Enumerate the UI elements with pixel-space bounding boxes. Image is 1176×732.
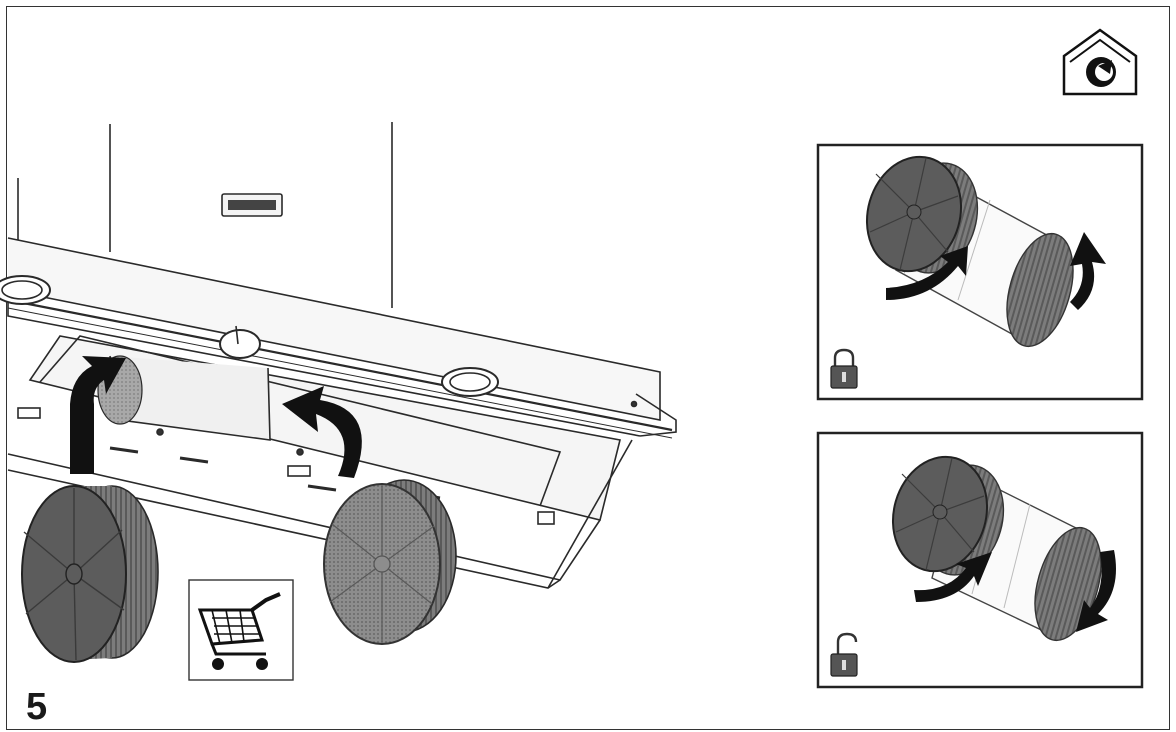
install-arrow-left: [70, 356, 126, 474]
rotate-arrow-left-2: [914, 552, 992, 602]
rotate-arrow-left: [886, 246, 968, 300]
panel-unlock: [816, 431, 1144, 689]
rotate-arrow-right: [1070, 232, 1106, 310]
padlock-closed-icon: [830, 348, 858, 389]
carbon-filter-right: [323, 479, 457, 645]
padlock-open-icon: [830, 632, 858, 677]
step-number: 5: [26, 686, 48, 728]
install-arrow-right: [282, 386, 362, 478]
hood-unit: [0, 122, 677, 589]
rotate-arrow-right-2: [1076, 550, 1116, 632]
panel-lock: [816, 143, 1144, 401]
service-house-icon: [1062, 28, 1138, 96]
shopping-cart-icon: [188, 579, 294, 681]
carbon-filter-left: [21, 485, 159, 663]
